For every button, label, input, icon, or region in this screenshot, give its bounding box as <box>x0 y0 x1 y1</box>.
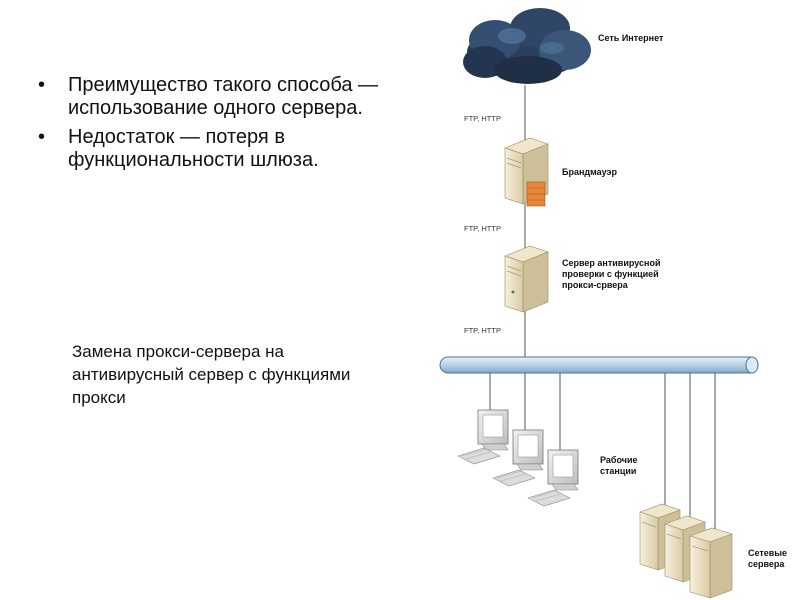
protocol-label: FTP, HTTP <box>464 224 501 233</box>
workstation-icon <box>492 429 544 487</box>
av-server-label: Сервер антивирусной проверки с функцией … <box>562 258 661 290</box>
protocol-label: FTP, HTTP <box>464 114 501 123</box>
internet-label: Сеть Интернет <box>598 33 664 43</box>
bullet-advantage: Преимущество такого способа — использова… <box>38 74 398 120</box>
network-server-icon <box>689 527 733 599</box>
workstation-icon <box>457 409 509 465</box>
firewall-server-icon <box>504 137 549 207</box>
internet-cloud-icon <box>463 8 591 84</box>
workstations-label: Рабочие станции <box>600 455 638 476</box>
bullet-list: Преимущество такого способа — использова… <box>38 74 398 178</box>
servers-label: Сетевые сервера <box>748 548 788 569</box>
diagram-caption: Замена прокси-сервера на антивирусный се… <box>72 342 351 407</box>
network-bus <box>439 356 759 374</box>
firewall-label: Брандмауэр <box>562 167 618 177</box>
protocol-label: FTP, HTTP <box>464 326 501 335</box>
antivirus-server-icon <box>504 245 549 313</box>
bullet-disadvantage: Недостаток — потеря в функциональности ш… <box>38 126 398 172</box>
workstation-icon <box>527 449 579 507</box>
